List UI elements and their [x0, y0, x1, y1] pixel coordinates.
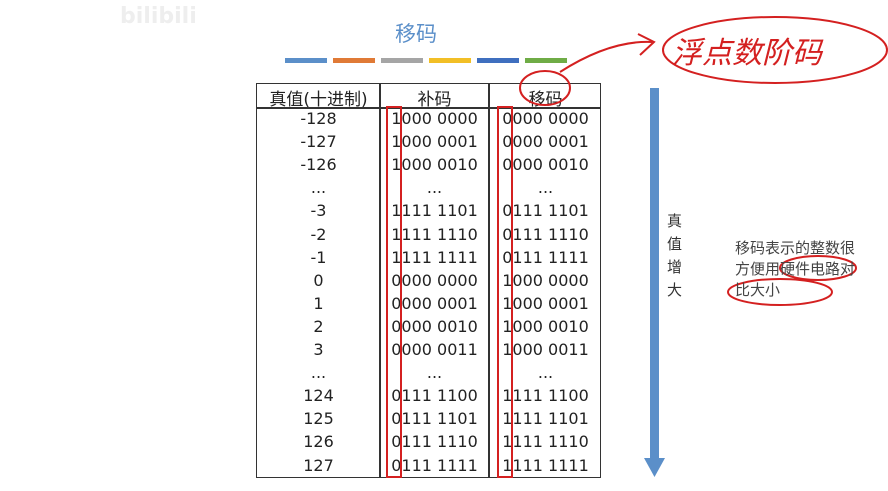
- excess-cell: 1111 1100: [502, 386, 589, 406]
- column-divider: [488, 84, 490, 477]
- excess-cell: 1111 1110: [502, 432, 589, 452]
- complement-cell: 0111 1110: [391, 432, 478, 452]
- complement-cell: 1000 0000: [391, 109, 478, 128]
- pointer-arrow: [559, 40, 653, 73]
- color-bar: [429, 58, 471, 63]
- true-value-cell: 125: [303, 409, 334, 429]
- excess-cell: 1111 1111: [502, 455, 589, 475]
- true-value-cell: -2: [310, 224, 327, 244]
- excess-cell: 0111 1111: [502, 247, 589, 267]
- complement-cell: ...: [426, 363, 443, 383]
- excess-cell: 1000 0011: [502, 340, 589, 359]
- excess-cell: 1000 0000: [502, 270, 589, 290]
- complement-cell: 0000 0010: [391, 316, 478, 336]
- header-twos-complement: 补码: [417, 90, 452, 110]
- true-value-cell: -1: [310, 247, 327, 267]
- complement-cell: 1111 1110: [391, 224, 478, 244]
- circle-excess-header: [519, 70, 571, 106]
- table-row: -2 1111 1110 0111 1110: [257, 225, 602, 247]
- excess-cell: 1111 1101: [502, 409, 589, 429]
- table-row: 1 0000 0001 1000 0001: [257, 294, 602, 316]
- true-value-cell: -3: [310, 201, 327, 221]
- table-row: .........: [257, 178, 602, 200]
- excess-cell: 1000 0010: [502, 316, 589, 336]
- arrow-label: 真值增大: [667, 212, 683, 299]
- table-row: 3 0000 0011 1000 0011: [257, 340, 602, 362]
- table-row: 125 0111 1101 1111 1101: [257, 409, 602, 431]
- excess-cell: 0000 0001: [502, 132, 589, 152]
- true-value-cell: ...: [310, 363, 327, 383]
- handwritten-note: 浮点数阶码: [672, 36, 822, 71]
- watermark-logo: bilibili: [120, 4, 197, 29]
- arrow-head: [637, 33, 656, 56]
- complement-cell: 1000 0001: [391, 132, 478, 152]
- sign-bit-highlight-complement: [386, 106, 402, 478]
- complement-cell: 0000 0000: [391, 270, 478, 290]
- header-true-value: 真值(十进制): [269, 90, 368, 110]
- true-value-cell: 1: [313, 293, 324, 313]
- complement-cell: 0111 1101: [391, 409, 478, 429]
- true-value-cell: 2: [313, 316, 324, 336]
- true-value-cell: -127: [300, 132, 337, 152]
- complement-cell: 0111 1111: [391, 455, 478, 475]
- true-value-cell: 0: [313, 270, 324, 290]
- excess-cell: 0111 1101: [502, 201, 589, 221]
- excess-cell: ...: [537, 363, 554, 383]
- column-divider: [379, 84, 381, 477]
- color-bar: [381, 58, 423, 63]
- true-value-cell: 3: [313, 340, 324, 359]
- color-bar: [525, 58, 567, 63]
- complement-cell: 1111 1101: [391, 201, 478, 221]
- complement-cell: 0000 0011: [391, 340, 478, 359]
- table-row: -127 1000 0001 0000 0001: [257, 132, 602, 154]
- true-value-cell: 127: [303, 455, 334, 475]
- excess-cell: 1000 0001: [502, 293, 589, 313]
- explanation-note: 移码表示的整数很方便用硬件电路对比大小: [735, 239, 856, 299]
- complement-cell: ...: [426, 178, 443, 198]
- complement-cell: 0111 1100: [391, 386, 478, 406]
- table-row: 124 0111 1100 1111 1100: [257, 386, 602, 408]
- table-row: 127 0111 1111 1111 1111: [257, 456, 602, 478]
- table-row: -126 1000 0010 0000 0010: [257, 155, 602, 177]
- true-value-cell: ...: [310, 178, 327, 198]
- table-row: -1 1111 1111 0111 1111: [257, 248, 602, 270]
- color-bar: [285, 58, 327, 63]
- table-row: 126 0111 1110 1111 1110: [257, 432, 602, 454]
- excess-cell: 0111 1110: [502, 224, 589, 244]
- table-row: 2 0000 0010 1000 0010: [257, 317, 602, 339]
- complement-cell: 1000 0010: [391, 155, 478, 175]
- complement-cell: 0000 0001: [391, 293, 478, 313]
- excess-cell: 0000 0010: [502, 155, 589, 175]
- complement-cell: 1111 1111: [391, 247, 478, 267]
- table-row: -3 1111 1101 0111 1101: [257, 201, 602, 223]
- true-value-cell: -126: [300, 155, 337, 175]
- color-bar: [333, 58, 375, 63]
- circle-compare: [727, 278, 833, 306]
- true-value-cell: 126: [303, 432, 334, 452]
- value-increase-arrow: [644, 88, 665, 477]
- circle-annotation: [662, 16, 888, 84]
- slide-title: 移码: [395, 22, 437, 46]
- color-bar: [477, 58, 519, 63]
- true-value-cell: 124: [303, 386, 334, 406]
- sign-bit-highlight-excess: [497, 106, 513, 478]
- header-divider: [257, 107, 600, 109]
- table-row: .........: [257, 363, 602, 385]
- excess-cell: ...: [537, 178, 554, 198]
- table-row: -128 1000 0000 0000 0000: [257, 109, 602, 131]
- true-value-cell: -128: [300, 109, 337, 128]
- table-row: 0 0000 0000 1000 0000: [257, 271, 602, 293]
- excess-cell: 0000 0000: [502, 109, 589, 128]
- circle-hardware: [779, 255, 857, 281]
